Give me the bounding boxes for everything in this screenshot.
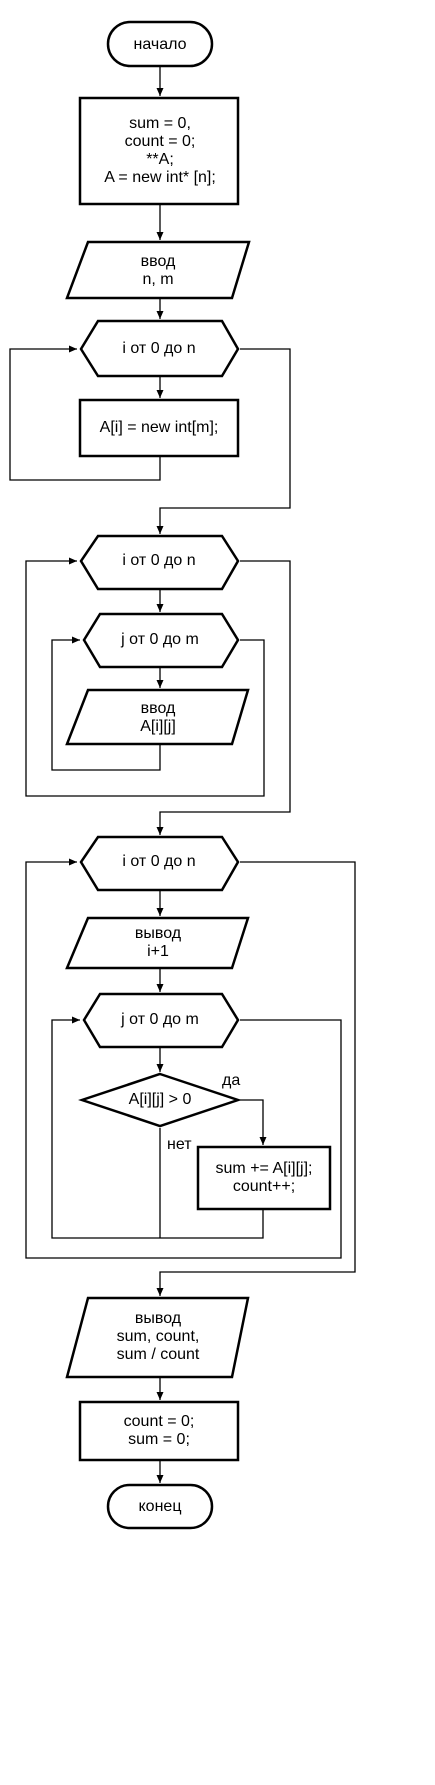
arrowheads [69, 88, 267, 1483]
loop3i-exit-edge [159, 861, 356, 1296]
arrowhead [156, 984, 164, 992]
loop3-i-label: i от 0 до n [122, 853, 195, 870]
condition-diamond: A[i][j] > 0 [78, 1072, 242, 1128]
loop3-j-header: j от 0 до m [82, 992, 240, 1049]
arrowhead [69, 858, 77, 866]
loop3-i-header: i от 0 до n [79, 835, 240, 892]
output-index-line: вывод [135, 925, 182, 942]
arrowhead [156, 908, 164, 916]
connectors [9, 66, 356, 1483]
output-index-line: i+1 [147, 943, 169, 960]
arrowhead [72, 1016, 80, 1024]
arrowhead [69, 345, 77, 353]
arrowhead [156, 1288, 164, 1296]
reset-line: count = 0; [124, 1413, 195, 1430]
input-nm: ввод n, m [65, 240, 251, 300]
arrowhead [156, 680, 164, 688]
output-result-line: sum, count, [117, 1328, 200, 1345]
start-label: начало [133, 36, 186, 53]
arrowhead [72, 636, 80, 644]
loop1-header: i от 0 до n [79, 319, 240, 378]
input-nm-line: ввод [141, 253, 176, 270]
input-matrix: ввод A[i][j] [65, 688, 250, 746]
loop3-j-label: j от 0 до m [120, 1011, 199, 1028]
loop1-back-edge [9, 348, 161, 481]
loop1-label: i от 0 до n [122, 340, 195, 357]
cond-yes-edge [240, 1099, 264, 1145]
arrowhead [69, 557, 77, 565]
reset-process: count = 0; sum = 0; [78, 1400, 240, 1462]
arrowhead [156, 1475, 164, 1483]
loop2-i-label: i от 0 до n [122, 552, 195, 569]
end-label: конец [139, 1498, 182, 1515]
loop3j-exit-edge [25, 861, 342, 1259]
init-process: sum = 0, count = 0; **A; A = new int* [n… [78, 96, 240, 206]
alloc-label: A[i] = new int[m]; [100, 419, 219, 436]
arrowhead [156, 1064, 164, 1072]
arrowhead [156, 604, 164, 612]
alloc-process: A[i] = new int[m]; [78, 398, 240, 458]
input-nm-line: n, m [142, 271, 173, 288]
loop2j-exit-edge [25, 560, 265, 797]
arrowhead [156, 526, 164, 534]
accumulate-process: sum += A[i][j]; count++; [196, 1145, 332, 1211]
end-terminal: конец [106, 1483, 214, 1530]
reset-line: sum = 0; [128, 1431, 190, 1448]
output-index: вывод i+1 [65, 916, 250, 970]
loop2i-exit-edge [159, 560, 291, 835]
accumulate-line: sum += A[i][j]; [216, 1160, 313, 1177]
input-matrix-line: A[i][j] [140, 718, 176, 735]
init-line: A = new int* [n]; [104, 169, 216, 186]
start-terminal: начало [106, 20, 214, 68]
arrowhead [156, 390, 164, 398]
branch-no-label: нет [167, 1136, 192, 1153]
input-matrix-line: ввод [141, 700, 176, 717]
loop2-j-label: j от 0 до m [120, 631, 199, 648]
loop2j-back-edge [51, 639, 161, 771]
condition-label: A[i][j] > 0 [129, 1091, 192, 1108]
loop1-exit-edge [159, 348, 291, 534]
init-line: sum = 0, [129, 115, 191, 132]
branch-yes-label: да [222, 1072, 240, 1089]
arrowhead [156, 232, 164, 240]
arrowhead [156, 1392, 164, 1400]
loop2-i-header: i от 0 до n [79, 534, 240, 591]
arrowhead [156, 827, 164, 835]
loop2-j-header: j от 0 до m [82, 612, 240, 669]
arrowhead [259, 1137, 267, 1145]
output-result-line: sum / count [117, 1346, 200, 1363]
output-result: вывод sum, count, sum / count [65, 1296, 250, 1379]
arrowhead [156, 88, 164, 96]
accum-merge-edge [51, 1019, 264, 1239]
output-result-line: вывод [135, 1310, 182, 1327]
init-line: count = 0; [125, 133, 196, 150]
init-line: **A; [146, 151, 174, 168]
arrowhead [156, 311, 164, 319]
accumulate-line: count++; [233, 1178, 295, 1195]
